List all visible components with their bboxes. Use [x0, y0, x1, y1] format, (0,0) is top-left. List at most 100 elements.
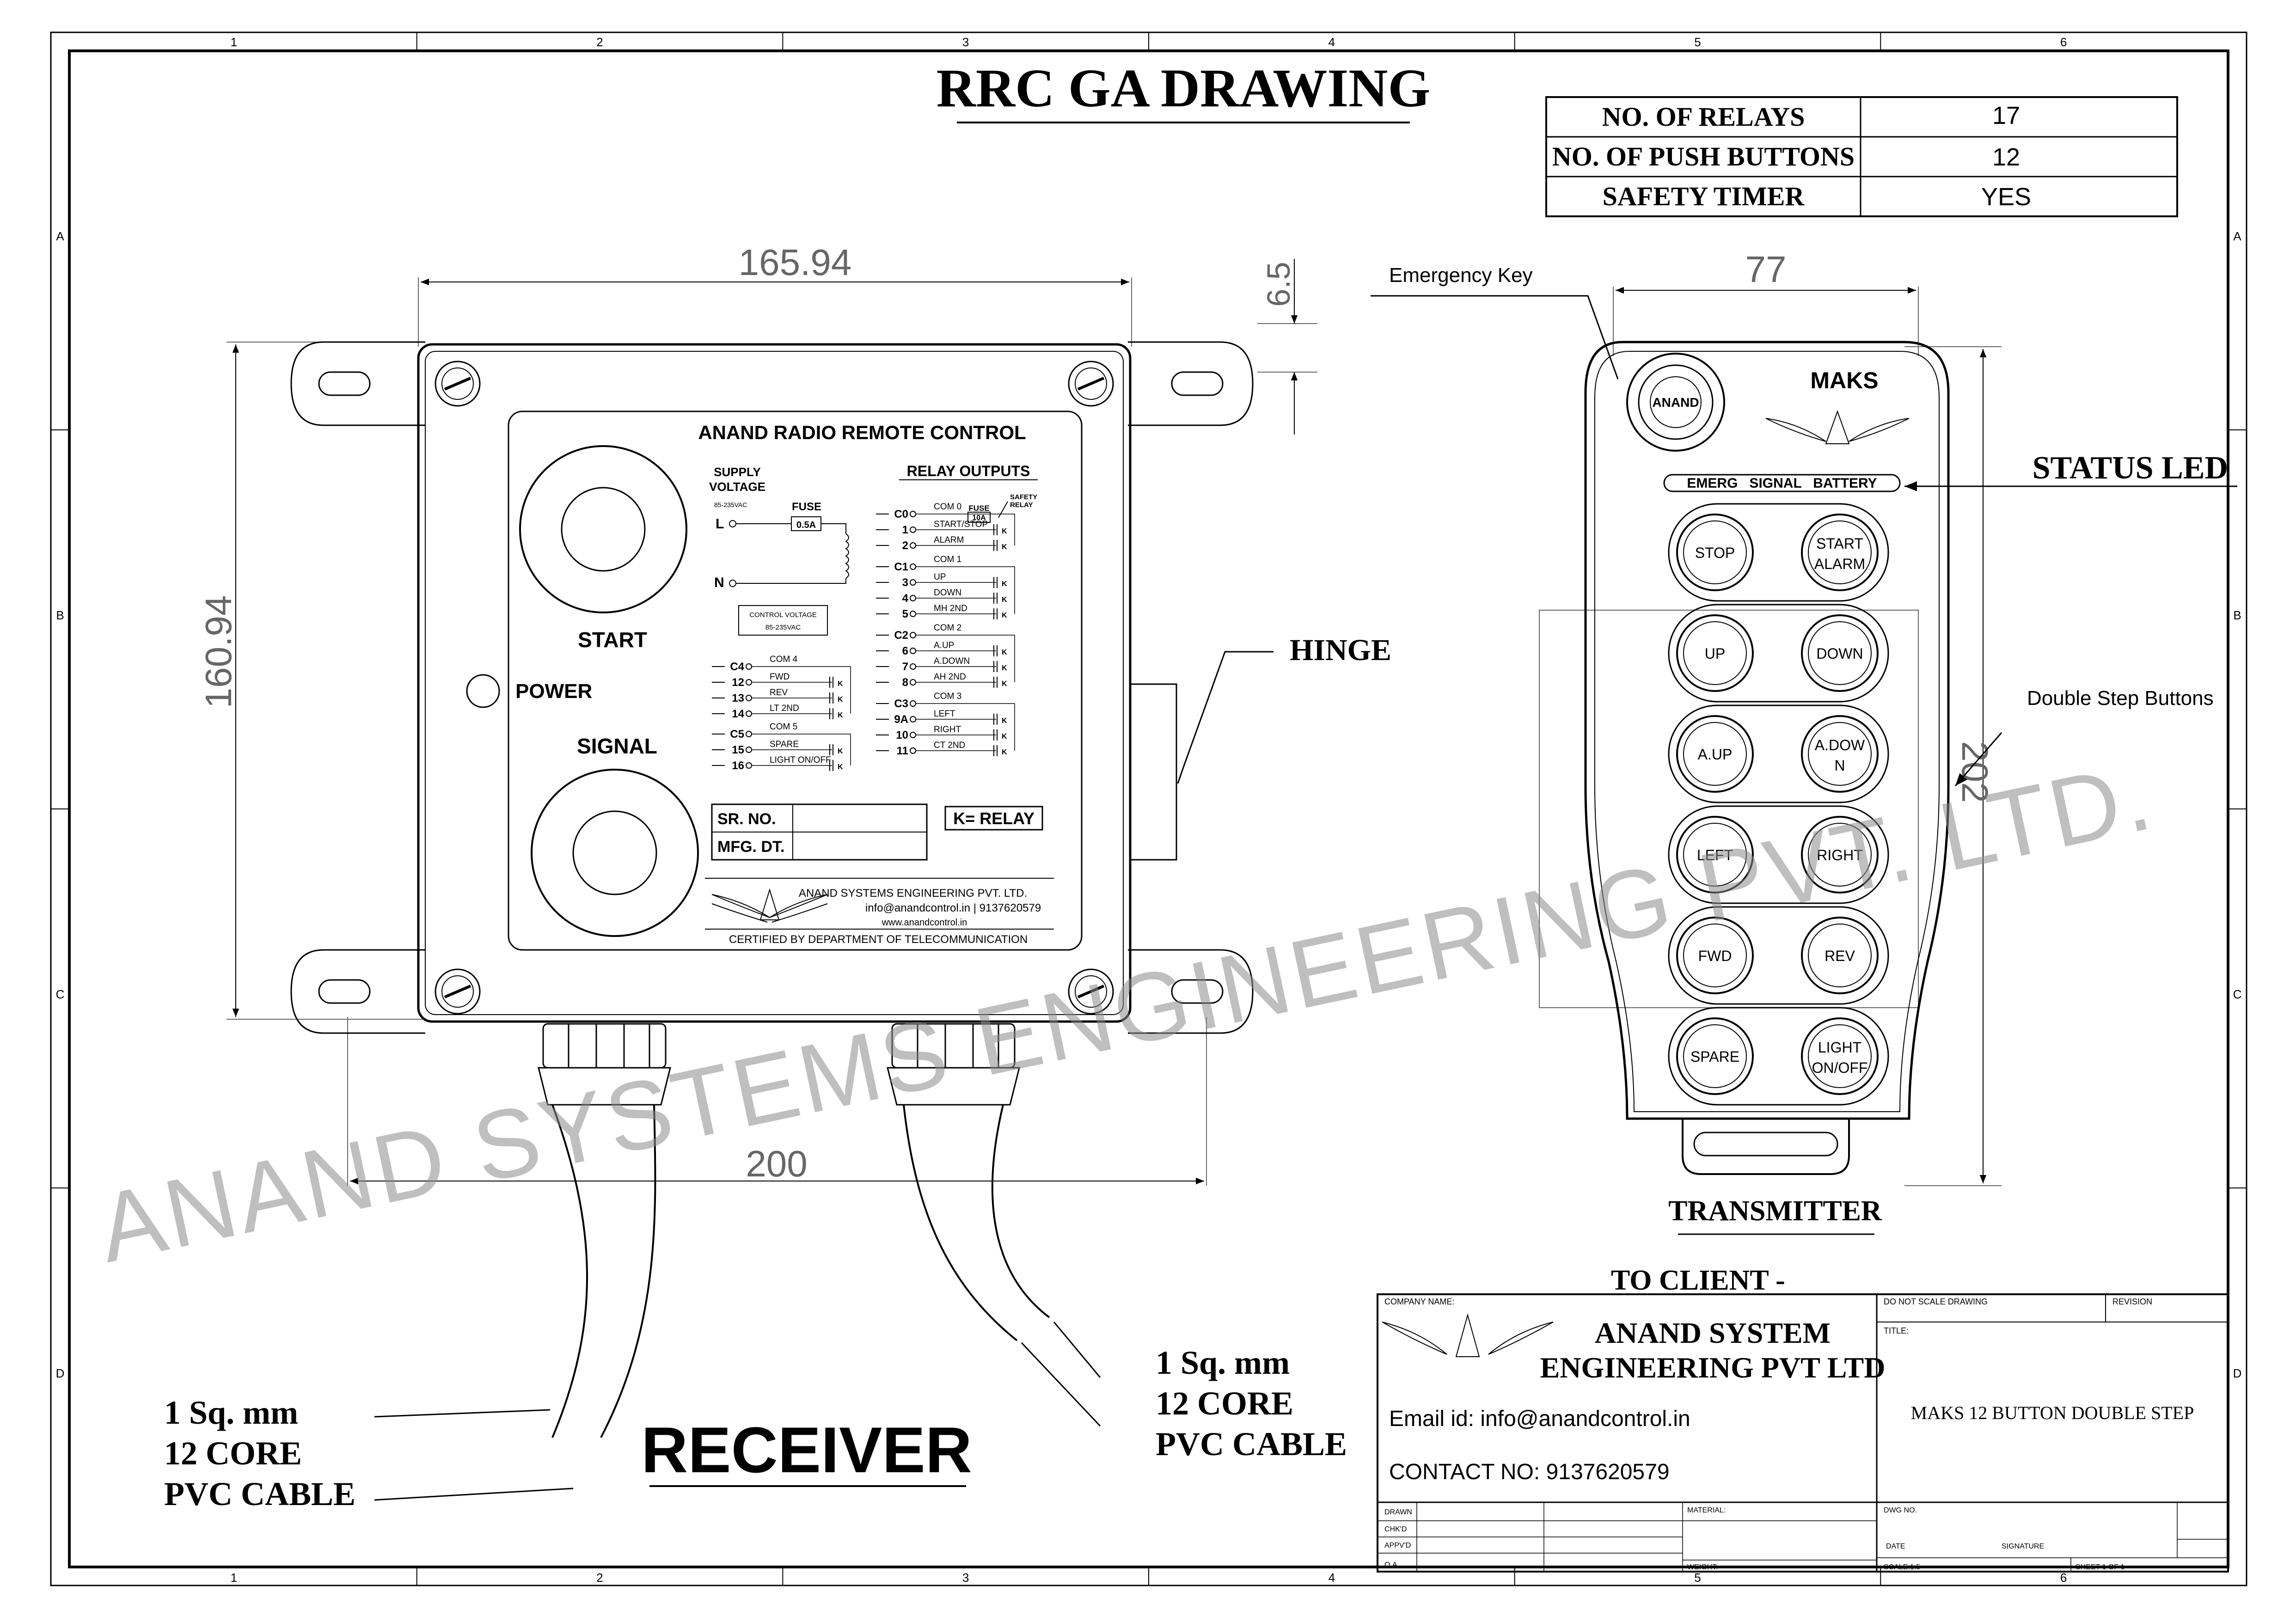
- cable-right-2: 12 CORE: [1156, 1385, 1293, 1422]
- relay-function: COM 1: [934, 555, 961, 564]
- dim-tx-height: 202: [1954, 741, 1996, 802]
- relay-terminal: 5: [902, 608, 908, 620]
- receiver-label: RECEIVER: [641, 1414, 972, 1486]
- transmitter-button[interactable]: [1801, 1017, 1879, 1095]
- transmitter-button[interactable]: [1676, 917, 1754, 994]
- relay-k: K: [838, 696, 843, 704]
- relay-k: K: [1002, 733, 1007, 741]
- title-block-logo: [1382, 1313, 1554, 1357]
- control-voltage-1: CONTROL VOLTAGE: [749, 611, 817, 619]
- safety-relay-1: SAFETY: [1010, 493, 1037, 501]
- control-voltage-2: 85-235VAC: [765, 624, 801, 631]
- relay-terminal: C5: [730, 728, 744, 741]
- relay-terminal: 6: [902, 645, 908, 657]
- border-row-label-right: D: [2233, 1366, 2242, 1380]
- relay-function: FWD: [770, 672, 790, 682]
- tb-email: Email id: info@anandcontrol.in: [1389, 1407, 1690, 1431]
- relay-k: K: [1002, 748, 1007, 756]
- start-label: START: [578, 628, 647, 652]
- button-label: ON/OFF: [1812, 1059, 1868, 1076]
- relay-function: AH 2ND: [934, 672, 966, 682]
- company-name-label: COMPANY NAME:: [1384, 1297, 1454, 1306]
- relay-function: ALARM: [934, 535, 964, 545]
- key-badge: ANAND: [1652, 395, 1699, 410]
- tb-company-line2: ENGINEERING PVT LTD: [1540, 1351, 1886, 1384]
- transmitter-button[interactable]: [1676, 715, 1754, 793]
- hinge-label: HINGE: [1290, 633, 1391, 667]
- receiver-drawing: 165.94 160.94 6.5 200: [164, 242, 1391, 1512]
- tb-contact: CONTACT NO: 9137620579: [1389, 1460, 1670, 1484]
- relay-terminal: C0: [894, 508, 908, 520]
- transmitter-button[interactable]: [1676, 514, 1754, 591]
- border-col-label-top: 2: [596, 35, 603, 49]
- relay-terminal: 3: [902, 576, 908, 589]
- border-col-label-bottom: 5: [1694, 1571, 1701, 1585]
- cable-right-1: 1 Sq. mm: [1156, 1344, 1290, 1381]
- button-pair-frame: [1668, 704, 1889, 803]
- border-col-label-top: 3: [962, 35, 969, 49]
- transmitter-button[interactable]: [1676, 1017, 1754, 1095]
- fuse-10a-label: FUSE: [968, 504, 989, 513]
- border-col-label-bottom: 3: [962, 1571, 969, 1585]
- transmitter-drawing: 77 202 ANAND Emergency Key MAKS EMERG SI…: [1371, 249, 2237, 1235]
- relay-terminal: C2: [894, 629, 908, 642]
- title-label: TITLE:: [1884, 1326, 1909, 1335]
- mfg-dt-label: MFG. DT.: [717, 838, 784, 856]
- relay-terminal: 4: [902, 592, 909, 605]
- button-label: LEFT: [1697, 847, 1733, 863]
- transmitter-button[interactable]: [1676, 614, 1754, 692]
- relay-terminal: 1: [902, 524, 908, 536]
- fuse-label: FUSE: [792, 501, 821, 513]
- relay-k: K: [1002, 680, 1007, 688]
- transmitter-button[interactable]: [1801, 514, 1879, 591]
- transmitter-button[interactable]: [1801, 917, 1879, 994]
- transmitter-button[interactable]: [1676, 816, 1754, 894]
- relay-terminal: 8: [902, 676, 908, 689]
- dwg-no-label: DWG NO.: [1884, 1506, 1917, 1514]
- l-terminal: L: [716, 516, 724, 532]
- relay-terminal: 15: [732, 744, 744, 756]
- sr-no-label: SR. NO.: [717, 810, 776, 828]
- border-row-label-right: C: [2233, 987, 2242, 1001]
- transmitter-button[interactable]: [1801, 614, 1879, 692]
- appvd-label: APPV'D: [1384, 1542, 1411, 1549]
- button-pair-frame: [1668, 503, 1889, 602]
- relay-function: MH 2ND: [934, 604, 967, 613]
- relay-k: K: [1002, 664, 1007, 672]
- certified-text: CERTIFIED BY DEPARTMENT OF TELECOMMUNICA…: [729, 933, 1028, 946]
- start-lamp: [519, 445, 687, 613]
- emergency-key: [1626, 353, 1725, 452]
- border-row-label-left: B: [56, 608, 64, 622]
- border-row-label-left: D: [56, 1366, 65, 1380]
- button-label: SPARE: [1690, 1048, 1739, 1065]
- relay-function: DOWN: [934, 588, 961, 598]
- button-label: STOP: [1695, 545, 1735, 561]
- relay-function: LEFT: [934, 709, 955, 719]
- border-col-label-bottom: 6: [2060, 1571, 2067, 1585]
- do-not-scale: DO NOT SCALE DRAWING: [1884, 1297, 1988, 1306]
- relay-k: K: [1002, 612, 1007, 619]
- sheet-label: SHEET 1 OF 1: [2076, 1563, 2125, 1571]
- relay-terminal: 12: [732, 676, 744, 689]
- weight-label: WEIGHT:: [1687, 1563, 1718, 1571]
- title-value: MAKS 12 BUTTON DOUBLE STEP: [1911, 1402, 2194, 1423]
- transmitter-label: TRANSMITTER: [1668, 1195, 1882, 1227]
- relay-k: K: [1002, 543, 1007, 551]
- screw-tr: [1068, 361, 1114, 407]
- k-relay-label: K= RELAY: [953, 809, 1035, 828]
- relay-function: UP: [934, 572, 946, 582]
- anand-logo: [711, 888, 828, 923]
- button-label: A.UP: [1698, 746, 1733, 763]
- emergency-key-label: Emergency Key: [1389, 264, 1533, 287]
- transmitter-button[interactable]: [1801, 816, 1879, 894]
- relay-function: COM 2: [934, 623, 961, 633]
- cable-left-2: 12 CORE: [164, 1435, 302, 1472]
- dim-height-left: 160.94: [198, 595, 239, 709]
- transmitter-button[interactable]: [1801, 715, 1879, 793]
- date-label: DATE: [1886, 1542, 1905, 1550]
- relay-k: K: [1002, 717, 1007, 725]
- button-label: N: [1834, 757, 1845, 774]
- power-lamp: [466, 674, 500, 708]
- relay-terminal: 7: [902, 661, 908, 673]
